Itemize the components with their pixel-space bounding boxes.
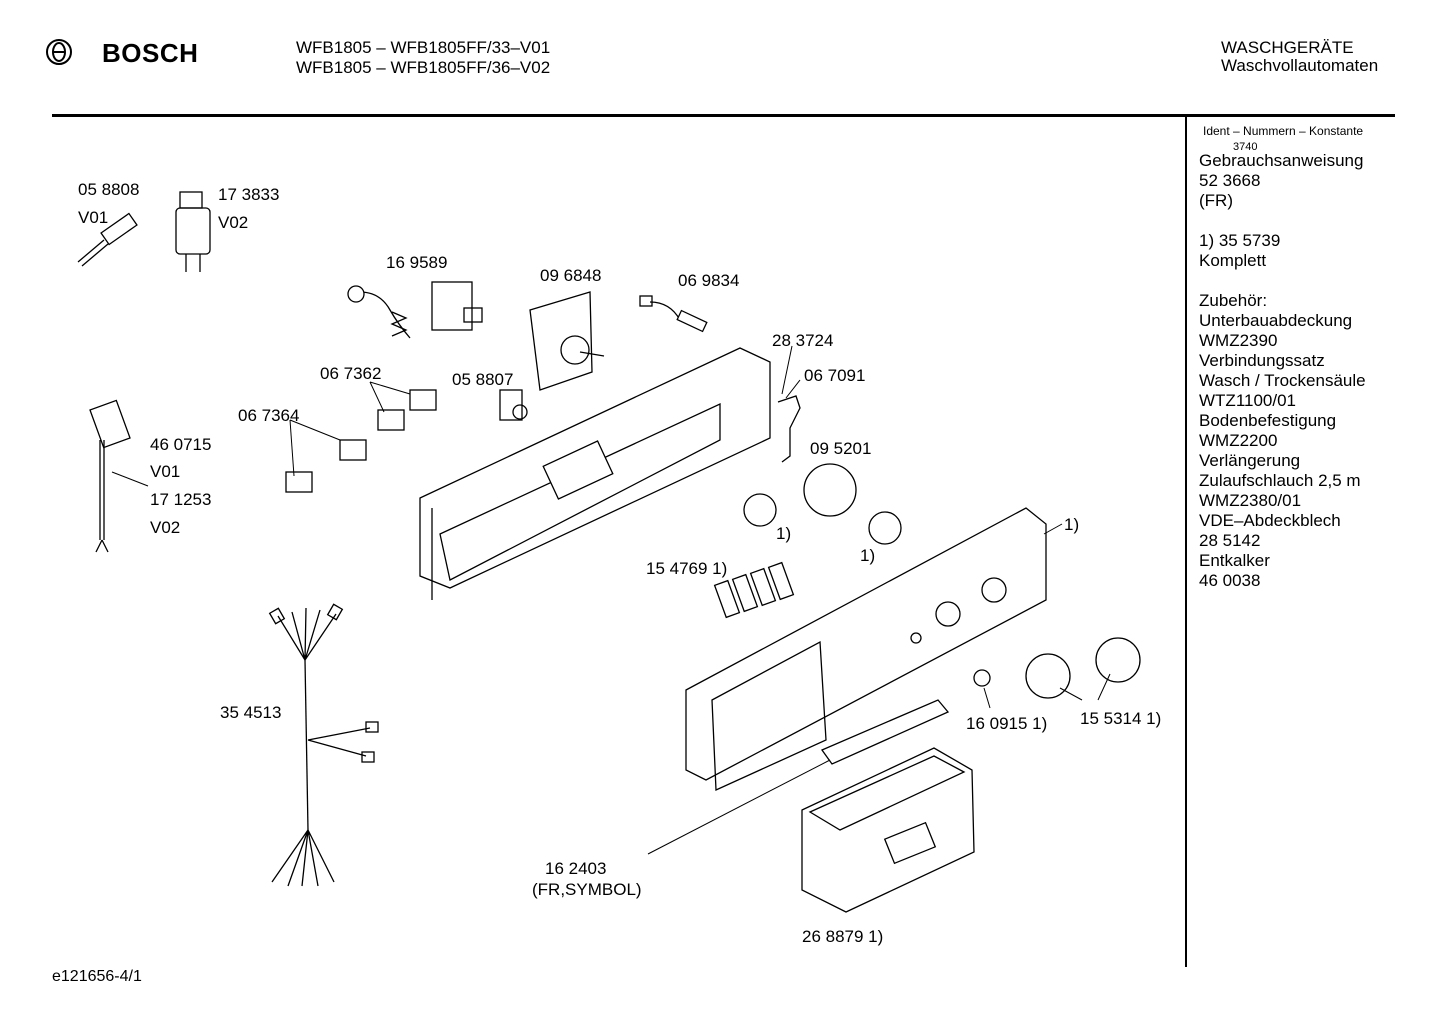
potentiometer-part-icon	[499, 389, 528, 421]
front-panel-part-icon	[685, 507, 1047, 791]
part-label: 05 8808	[78, 180, 140, 199]
part-label: 15 4769 1)	[646, 559, 728, 578]
sidebar-line: 46 0038	[1199, 571, 1261, 590]
part-variant: V01	[78, 208, 109, 227]
power-cord-part-icon	[89, 399, 131, 553]
sidebar-line: Entkalker	[1199, 551, 1270, 570]
sidebar-line: Unterbauabdeckung	[1199, 311, 1353, 330]
sidebar-line: WMZ2390	[1199, 331, 1278, 350]
control-panel-frame-part-icon	[419, 347, 771, 600]
thermostat-part-icon	[347, 281, 483, 339]
part-label: 05 8807	[452, 370, 514, 389]
footnote-marker: 1)	[776, 524, 792, 543]
sidebar-line: Bodenbefestigung	[1199, 411, 1337, 430]
knob-holder-part-icon	[743, 463, 902, 545]
symbol-strip-part-icon	[821, 699, 950, 765]
part-label: 15 5314 1)	[1080, 709, 1162, 728]
part-variant: V02	[218, 213, 249, 232]
rotary-knob-part-icon	[973, 637, 1141, 699]
ident-code: 3740	[1233, 141, 1258, 153]
sidebar-line: WMZ2380/01	[1199, 491, 1302, 510]
brand-name: BOSCH	[102, 38, 199, 68]
part-label: 06 7364	[238, 406, 300, 425]
sidebar-divider	[1185, 117, 1187, 967]
detergent-drawer-part-icon	[801, 747, 975, 913]
model-line-2: WFB1805 – WFB1805FF/36–V02	[296, 58, 551, 77]
header-divider	[52, 114, 1395, 117]
part-label: 09 6848	[540, 266, 602, 285]
part-label: 17 1253	[150, 490, 212, 509]
sidebar-line: 52 3668	[1199, 171, 1261, 190]
part-label: 26 8879 1)	[802, 927, 884, 946]
sidebar-line: 28 5142	[1199, 531, 1261, 550]
sidebar-line: Zubehör:	[1199, 291, 1268, 310]
part-label: 46 0715	[150, 435, 212, 454]
model-line-1: WFB1805 – WFB1805FF/33–V01	[296, 38, 551, 57]
suppressor-part-icon	[175, 191, 211, 272]
sidebar-line: Verlängerung	[1199, 451, 1301, 470]
bosch-logo-icon	[46, 39, 72, 65]
footnote-marker: 1)	[860, 546, 876, 565]
part-label: 06 7362	[320, 364, 382, 383]
part-variant: V01	[150, 462, 181, 481]
sidebar-line: VDE–Abdeckblech	[1199, 511, 1341, 530]
ident-header: Ident – Nummern – Konstante	[1203, 124, 1364, 138]
part-label: 09 5201	[810, 439, 872, 458]
part-label: 16 2403	[545, 859, 607, 878]
part-variant: V02	[150, 518, 181, 537]
sidebar-line: WMZ2200	[1199, 431, 1278, 450]
sidebar-line: WTZ1100/01	[1199, 391, 1297, 410]
part-label: 17 3833	[218, 185, 280, 204]
sidebar-line: Komplett	[1199, 251, 1267, 270]
capacitor-part-icon	[77, 212, 138, 267]
footnote-marker: 1)	[1064, 515, 1080, 534]
part-label: 06 7091	[804, 366, 866, 385]
part-note: (FR,SYMBOL)	[532, 880, 642, 899]
category-line-2: Waschvollautomaten	[1221, 56, 1379, 75]
button-set-part-icon	[713, 561, 795, 619]
part-label: 28 3724	[772, 331, 834, 350]
sidebar-line: Zulaufschlauch 2,5 m	[1199, 471, 1361, 490]
bracket-part-icon	[777, 395, 801, 463]
sidebar-line: Verbindungssatz	[1199, 351, 1325, 370]
wire-harness-part-icon	[268, 603, 379, 887]
part-label: 16 0915 1)	[966, 714, 1048, 733]
sidebar-line: Gebrauchsanweisung	[1199, 151, 1364, 170]
sidebar-line: 1) 35 5739	[1199, 231, 1281, 250]
part-label: 06 9834	[678, 271, 740, 290]
push-switch-part-icon	[285, 389, 437, 493]
part-label: 16 9589	[386, 253, 448, 272]
sensor-part-icon	[639, 295, 708, 333]
part-label: 35 4513	[220, 703, 282, 722]
leader-lines	[111, 345, 1111, 855]
program-selector-part-icon	[529, 291, 605, 391]
drawing-id: e121656-4/1	[52, 968, 142, 985]
sidebar-line: Wasch / Trockensäule	[1199, 371, 1366, 390]
category-line-1: WASCHGERÄTE	[1221, 38, 1354, 57]
sidebar-line: (FR)	[1199, 191, 1233, 210]
